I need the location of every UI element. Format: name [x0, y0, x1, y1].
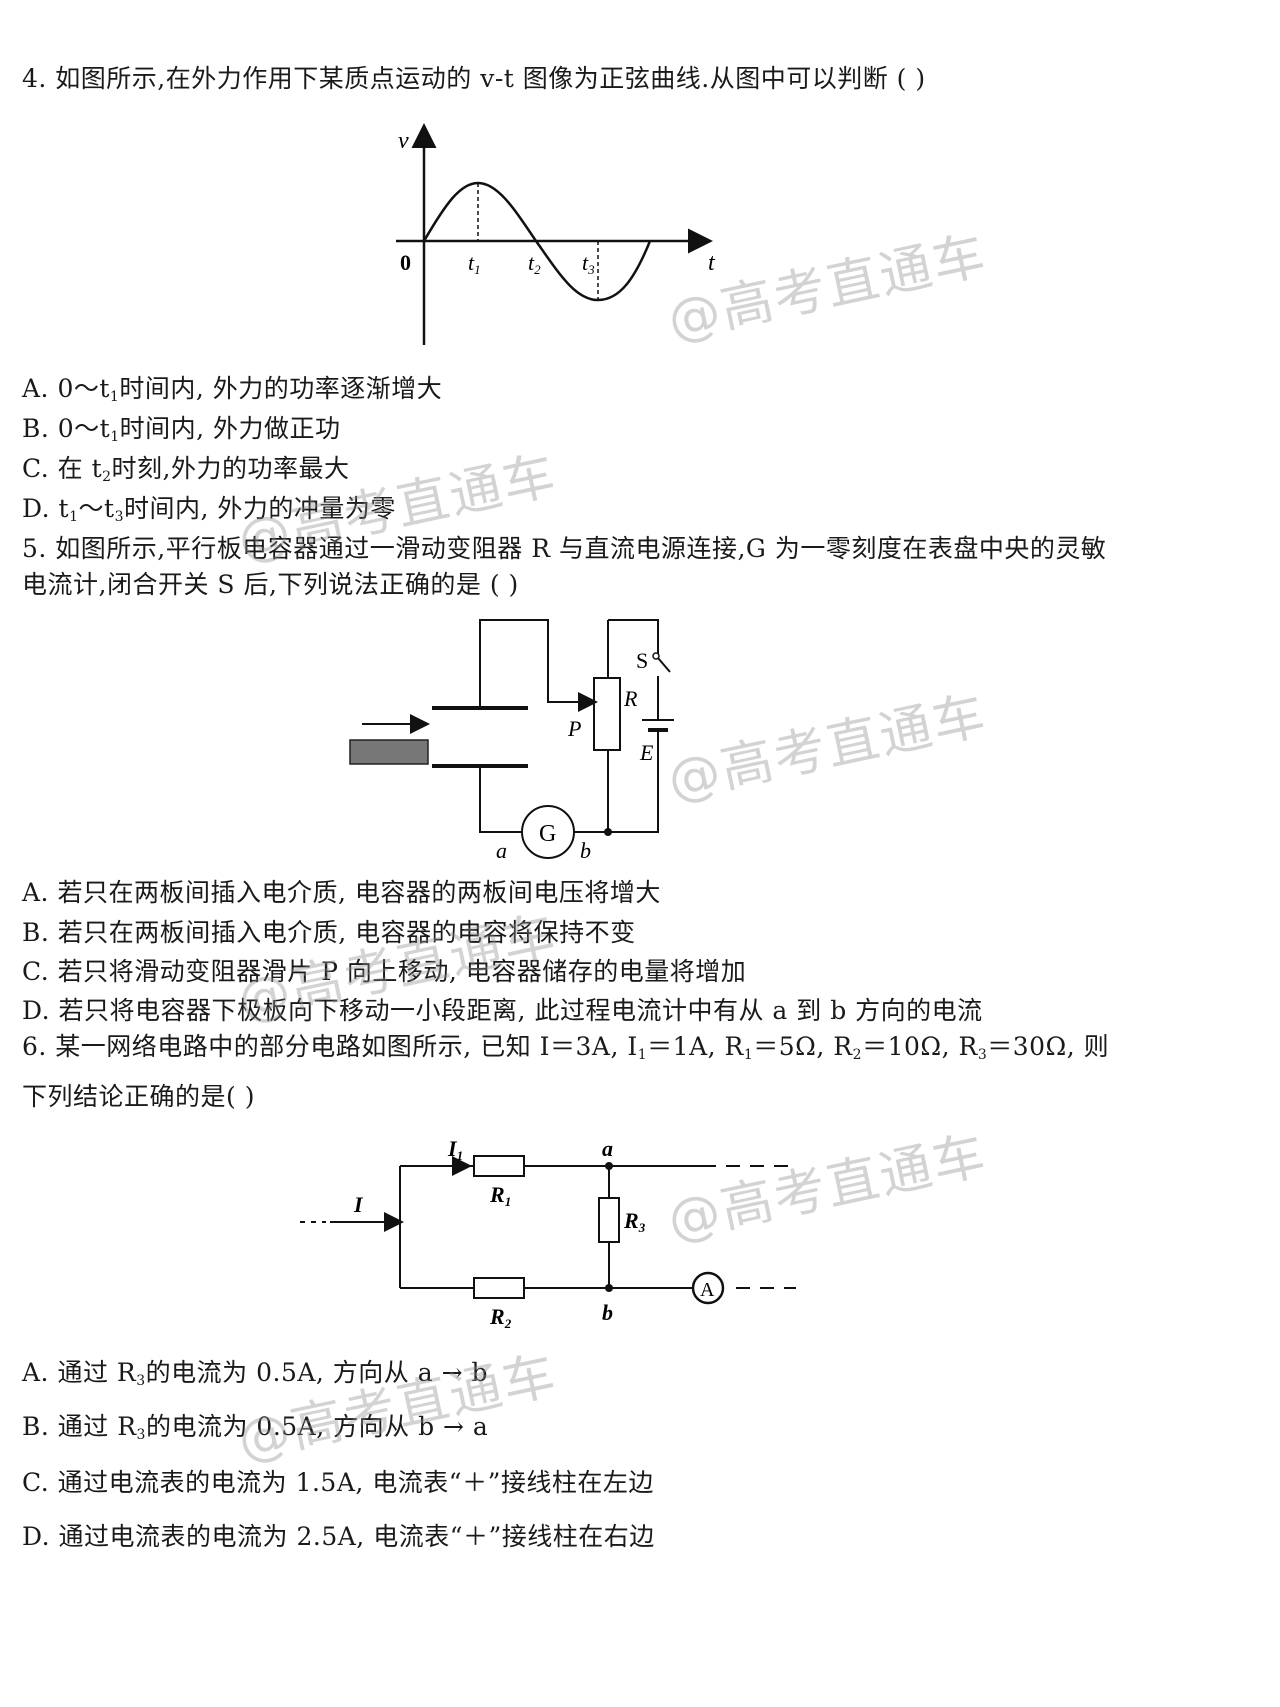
q4-option-d: D. t1～t3时间内, 外力的冲量为零: [22, 494, 396, 525]
svg-text:I1: I1: [447, 1136, 463, 1163]
q4-option-b: B. 0～t1时间内, 外力做正功: [22, 414, 341, 445]
resistor-r2: [473, 1277, 525, 1299]
q6-option-d: D. 通过电流表的电流为 2.5A, 电流表“＋”接线柱在右边: [22, 1522, 655, 1551]
origin-label: 0: [400, 250, 411, 275]
svg-text:a: a: [496, 838, 507, 863]
svg-text:t3: t3: [582, 250, 595, 277]
svg-text:t2: t2: [528, 250, 541, 277]
q6-option-c: C. 通过电流表的电流为 1.5A, 电流表“＋”接线柱在左边: [22, 1468, 654, 1497]
svg-text:R3: R3: [623, 1208, 646, 1235]
svg-text:b: b: [602, 1300, 613, 1325]
t-axis-label: t: [708, 250, 716, 276]
switch-s: [657, 657, 671, 673]
watermark: @高考直通车: [232, 1345, 563, 1472]
q5-option-a: A. 若只在两板间插入电介质, 电容器的两板间电压将增大: [22, 878, 661, 907]
q5-capacitor-circuit: G S R P E a b: [349, 619, 674, 863]
q5-option-d: D. 若只将电容器下极板向下移动一小段距离, 此过程电流计中有从 a 到 b 方…: [22, 996, 983, 1025]
q6-option-a: A. 通过 R3的电流为 0.5A, 方向从 a → b: [22, 1358, 488, 1389]
q5-option-b: B. 若只在两板间插入电介质, 电容器的电容将保持不变: [22, 918, 636, 947]
svg-text:t1: t1: [468, 250, 481, 277]
q4-option-a: A. 0～t1时间内, 外力的功率逐渐增大: [22, 374, 443, 405]
q5-stem-line2: 电流计,闭合开关 S 后,下列说法正确的是 ( ): [22, 570, 519, 599]
q6-stem-line1: 6. 某一网络电路中的部分电路如图所示, 已知 I＝3A, I1＝1A, R1＝…: [22, 1032, 1110, 1063]
svg-text:b: b: [580, 838, 591, 863]
q4-vt-graph: v 0 t t1 t2 t3: [396, 123, 716, 345]
q4-option-c: C. 在 t2时刻,外力的功率最大: [22, 454, 350, 485]
ammeter: [691, 1271, 725, 1305]
v-label: v: [398, 128, 409, 154]
svg-text:G: G: [539, 821, 556, 847]
svg-text:R1: R1: [489, 1182, 511, 1209]
sine-curve: [422, 181, 652, 302]
resistor-r1: [473, 1155, 525, 1177]
svg-text:R: R: [623, 686, 638, 711]
q4-stem: 4. 如图所示,在外力作用下某质点运动的 v-t 图像为正弦曲线.从图中可以判断…: [22, 64, 926, 93]
q6-option-b: B. 通过 R3的电流为 0.5A, 方向从 b → a: [22, 1412, 489, 1443]
svg-text:A: A: [700, 1279, 715, 1301]
svg-text:S: S: [636, 648, 648, 673]
svg-text:R2: R2: [489, 1304, 512, 1331]
svg-text:I: I: [353, 1192, 364, 1217]
q6-network-circuit: A I I1 R1 R2 R3 a b: [300, 1136, 796, 1331]
q5-stem-line1: 5. 如图所示,平行板电容器通过一滑动变阻器 R 与直流电源连接,G 为一零刻度…: [22, 534, 1107, 563]
rheostat: [593, 677, 621, 751]
q5-option-c: C. 若只将滑动变阻器滑片 P 向上移动, 电容器储存的电量将增加: [22, 957, 747, 986]
svg-text:P: P: [567, 716, 581, 741]
q6-stem-line2: 下列结论正确的是( ): [22, 1082, 255, 1111]
svg-text:E: E: [639, 740, 654, 765]
resistor-r3: [598, 1197, 620, 1243]
dielectric-block: [349, 739, 429, 765]
svg-text:a: a: [602, 1136, 613, 1161]
